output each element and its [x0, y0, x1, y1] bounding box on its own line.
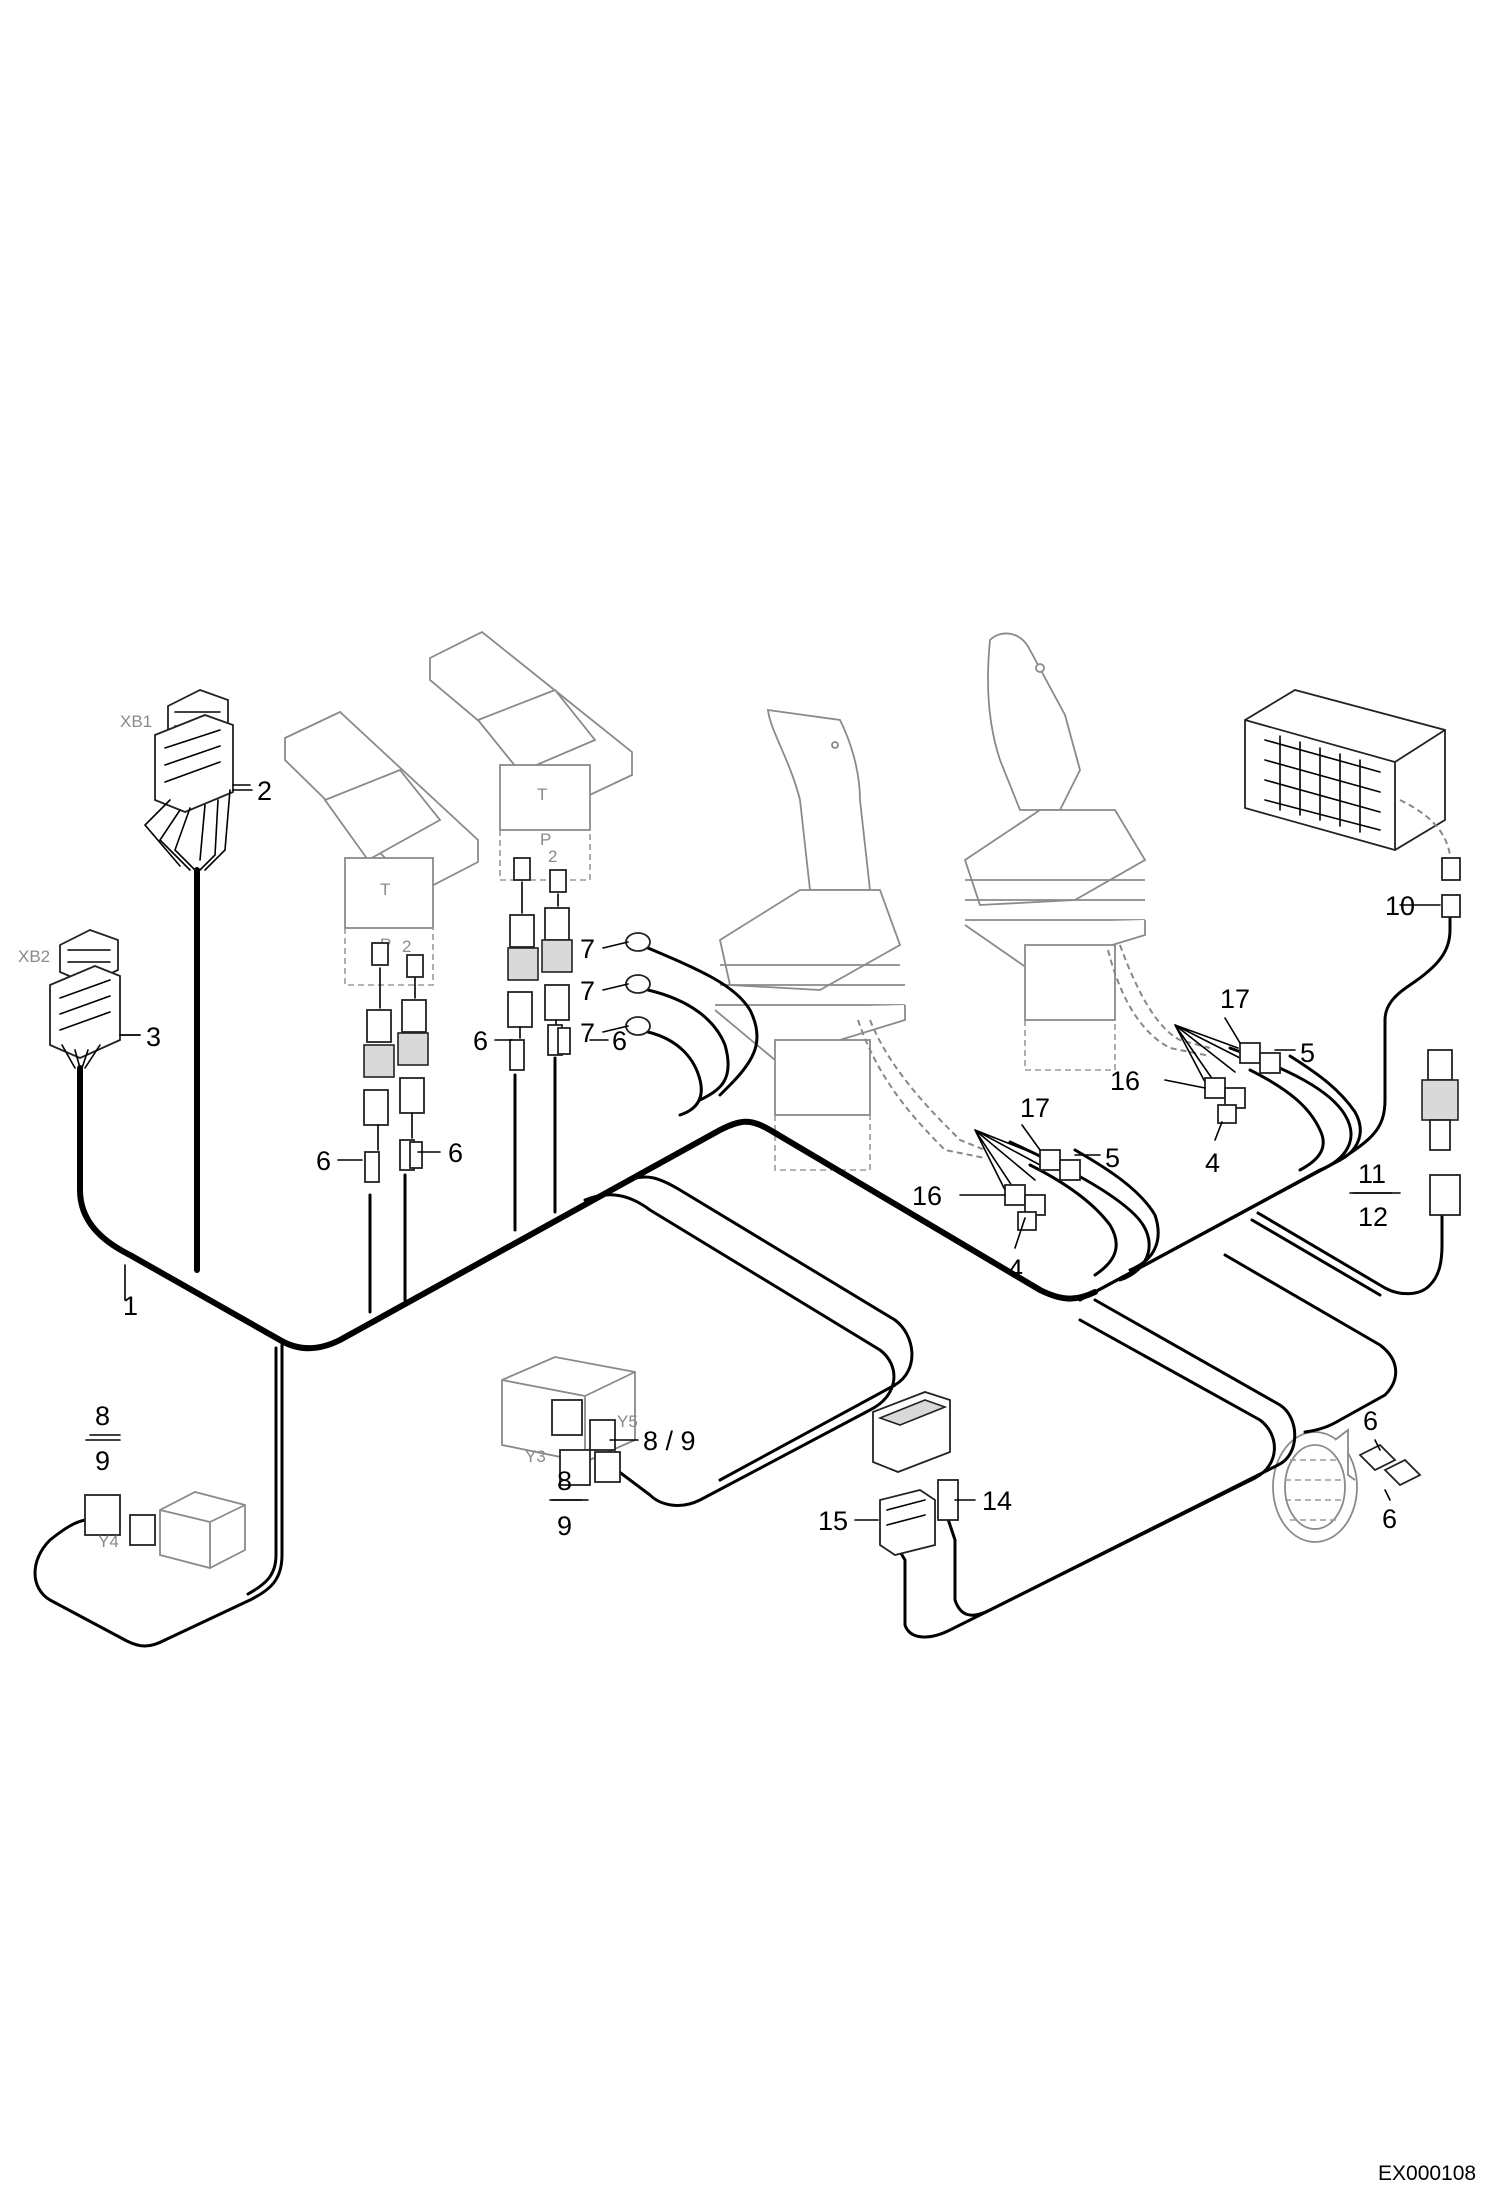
callout-leaders [85, 789, 1441, 1521]
callout-9-y4: 9 [95, 1446, 110, 1476]
sensor-11-12 [1421, 1049, 1461, 1216]
connector-group-upper [1174, 1024, 1281, 1124]
xb1-marker: XB1 [120, 712, 152, 731]
pedal-2-sensors [507, 857, 573, 1071]
horn-terminals [1358, 1443, 1422, 1487]
xb2-marker: XB2 [18, 947, 50, 966]
y4-marker: Y4 [98, 1532, 119, 1551]
callout-9-y3: 9 [557, 1511, 572, 1541]
callout-7-b: 7 [580, 976, 595, 1006]
callout-fraction-bars [89, 1192, 1393, 1501]
callout-2: 2 [257, 776, 272, 806]
valve-block-y4 [159, 1491, 246, 1569]
connector-xb1: XB1 [120, 689, 251, 871]
pedal-1-sensors [363, 942, 429, 1183]
callout-6-b: 6 [612, 1026, 627, 1056]
joystick-right [963, 632, 1147, 1071]
ped-marker-2: 2 [548, 847, 557, 866]
pedal-port-t: T [380, 880, 390, 899]
callout-15: 15 [818, 1506, 848, 1536]
horn [1272, 1428, 1358, 1543]
pedal-valve-2: T P 2 [429, 630, 633, 881]
callout-6-f: 6 [1382, 1504, 1397, 1534]
controller-unit [1244, 689, 1446, 851]
callout-7-c: 7 [580, 1018, 595, 1048]
callout-16-lower: 16 [912, 1181, 942, 1211]
callout-labels: 1 2 3 4 4 5 5 6 6 6 6 6 6 7 7 7 8 9 8 / … [95, 776, 1415, 1541]
callout-8-y3: 8 [557, 1466, 572, 1496]
switch-connectors [879, 1479, 959, 1556]
callout-5-upper: 5 [1300, 1038, 1315, 1068]
callout-14: 14 [982, 1486, 1012, 1516]
callout-11: 11 [1358, 1159, 1386, 1189]
callout-1: 1 [123, 1291, 138, 1321]
callout-6-e: 6 [1363, 1406, 1378, 1436]
joystick-right-dashed-lines [1107, 944, 1211, 1057]
valve-y4-connector [84, 1494, 156, 1546]
callout-3: 3 [146, 1022, 161, 1052]
pedal-port-t: T [537, 785, 547, 804]
callout-4-upper: 4 [1205, 1148, 1220, 1178]
callout-4-lower: 4 [1008, 1254, 1023, 1284]
wire-branches [33, 898, 1452, 1648]
drawing-code: EX000108 [1378, 2162, 1476, 2185]
callout-16-upper: 16 [1110, 1066, 1140, 1096]
ped-marker-1: 2 [402, 937, 411, 956]
joystick-left [714, 708, 906, 1171]
connector-xb2: XB2 [18, 929, 141, 1069]
main-harness-trunk [77, 1065, 1098, 1352]
callout-5-lower: 5 [1105, 1143, 1120, 1173]
callout-6-a: 6 [473, 1026, 488, 1056]
ring-terminals [625, 932, 651, 1036]
component-markers: Y3 Y4 Y5 [98, 1412, 638, 1551]
joystick-left-dashed-lines [857, 1019, 986, 1159]
callout-8-y4: 8 [95, 1401, 110, 1431]
connector-10 [1399, 799, 1461, 918]
callout-8-9-y5: 8 / 9 [643, 1426, 696, 1456]
valve-y3-y5-connectors [551, 1399, 621, 1486]
callout-7-a: 7 [580, 934, 595, 964]
callout-10: 10 [1385, 891, 1415, 921]
pedal-port-p: P [540, 830, 551, 849]
y3-marker: Y3 [525, 1447, 546, 1466]
callout-12: 12 [1358, 1202, 1388, 1232]
switch-body [872, 1391, 951, 1473]
callout-6-d: 6 [448, 1138, 463, 1168]
callout-6-c: 6 [316, 1146, 331, 1176]
connector-group-lower [974, 1129, 1081, 1231]
callout-17-lower: 17 [1020, 1093, 1050, 1123]
callout-17-upper: 17 [1220, 984, 1250, 1014]
pedal-valve-1: T P 2 [284, 710, 479, 986]
y5-marker: Y5 [617, 1412, 638, 1431]
